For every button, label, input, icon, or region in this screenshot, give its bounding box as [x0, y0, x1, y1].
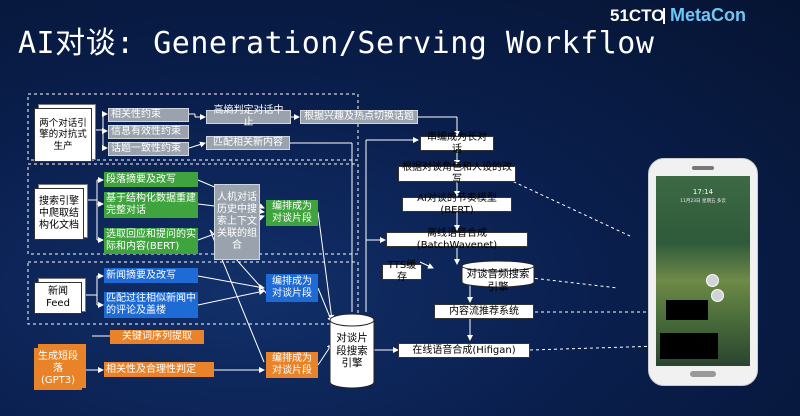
arrange-box-c: 编排成为对谈片段 [266, 352, 318, 378]
relevance-constraint: 相关性约束 [108, 108, 189, 122]
rhythm-model-box: AI对谈的节奏模型(BERT) [402, 193, 512, 216]
persona-rewrite-box: 根据对谈角色和人设的改写 [398, 162, 516, 185]
history-search-box: 人机对话历史中搜索上下文关联的组合 [214, 184, 260, 260]
arrange-box-b: 编排成为对谈片段 [266, 274, 318, 302]
gpt3-source: 生成短段落(GPT3) [34, 348, 82, 390]
phone-camera [692, 166, 714, 170]
arrange-box-a: 编排成为对谈片段 [266, 200, 318, 226]
page-title: AI对谈: Generation/Serving Workflow [18, 26, 655, 61]
consistency-constraint: 话题一致性约束 [108, 142, 189, 156]
info-constraint: 信息有效性约束 [108, 125, 189, 139]
redaction-block [660, 333, 718, 359]
phone-home-button [690, 371, 716, 377]
audio-search-label: 对谈音频搜索引擎 [466, 268, 530, 293]
news-summary-box: 新闻摘要及改写 [104, 268, 198, 283]
keyword-extract-box: 关键词序列提取 [110, 330, 204, 344]
long-dialog-box: 串编成为长对话 [420, 132, 494, 155]
redaction-block [666, 300, 708, 320]
comment-match-box: 匹配过往相似新闻中的评论及盖楼 [104, 292, 198, 318]
avatar [711, 289, 724, 302]
avatar [706, 274, 719, 287]
feed-source: 新闻Feed [34, 282, 82, 314]
online-tts-box: 在线语音合成(Hifigan) [398, 343, 530, 358]
gpt3-filter-box: 相关性及合理性判定 [104, 362, 214, 377]
logo-metacon: MetaCon [670, 5, 746, 25]
phone-time: 17:14 [692, 188, 714, 196]
kg-rebuild-box: 基于结构化数据重建完整对话 [104, 192, 198, 218]
crawl-source: 搜索引擎中爬取结构化文档 [34, 188, 84, 240]
topic-switch-box: 根据兴趣及热点切换话题 [300, 110, 418, 124]
paragraph-summary-box: 段落摘要及改写 [104, 172, 198, 187]
search-engine-label: 对谈片段搜索引擎 [336, 332, 368, 370]
logo-separator [663, 8, 665, 24]
recommend-box: 内容流推荐系统 [434, 304, 534, 319]
match-content-box: 匹配相关新内容 [206, 136, 290, 150]
offline-tts-box: 离线语音合成(BatchWavenet) [386, 228, 528, 251]
logo-51cto: 51CTO [610, 6, 665, 25]
entropy-stop-box: 高熵判定对话中止 [206, 105, 291, 128]
engine-source: 两个对话引擎的对抗式生产 [34, 108, 92, 162]
bert-select-box: 选取回应和提问的实际和内容(BERT) [104, 228, 198, 254]
phone-date: 11月23日 星期五 多云 [680, 199, 726, 204]
tts-cache-box: TTS缓存 [382, 260, 422, 283]
